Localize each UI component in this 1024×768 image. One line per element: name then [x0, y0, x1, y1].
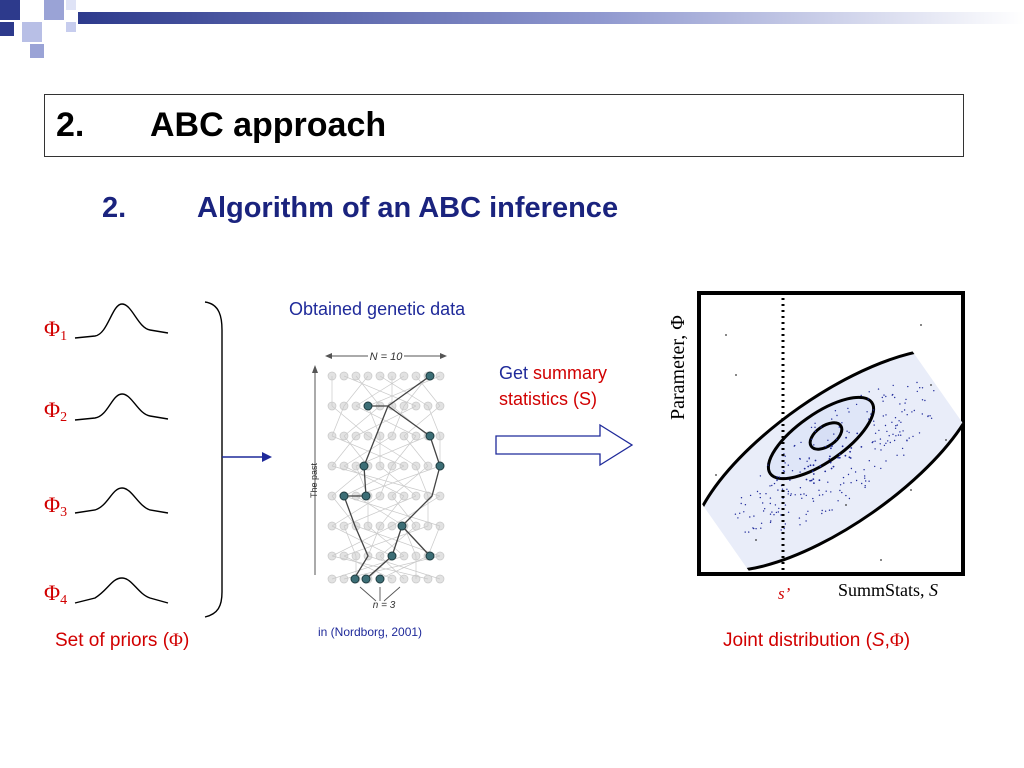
y-axis-label: Parameter, Φ	[667, 315, 689, 420]
observed-statistic-label: s’	[778, 584, 791, 603]
header-gradient-bar	[78, 12, 1024, 24]
prior-curve-3	[74, 487, 169, 514]
get-word: Get	[499, 363, 529, 383]
x-axis-var: S	[929, 580, 939, 600]
time-axis-label: The past	[309, 462, 319, 498]
prior-label-4: Φ4	[44, 580, 68, 608]
get-summary-statistics: Get summary statistics (S)	[499, 360, 649, 412]
title-box	[44, 94, 964, 157]
deco-square-dark-1	[0, 0, 20, 20]
citation: in (Nordborg, 2001)	[318, 625, 423, 639]
coalescent-figure: N = 10 The past n = 3	[300, 343, 470, 613]
prior-curve-1	[74, 303, 169, 339]
prior-label-3: Φ3	[44, 492, 68, 520]
population-size-label: N = 10	[370, 351, 404, 363]
prior-curve-2	[74, 393, 169, 421]
prior-curve-4	[74, 577, 169, 604]
joint-caption: Joint distribution (S,Φ)	[723, 630, 911, 651]
title-number: 2.	[56, 106, 85, 144]
deco-square-light-4	[66, 22, 76, 32]
block-arrow	[495, 423, 634, 467]
priors-arrow-head	[262, 452, 272, 462]
page-title: ABC approach	[150, 106, 387, 144]
deco-square-light-2	[22, 22, 42, 42]
deco-square-light-3	[30, 44, 44, 58]
statistics-word: statistics (S)	[499, 389, 598, 409]
genetic-data-title: Obtained genetic data	[289, 299, 466, 319]
deco-square-light-1	[44, 0, 64, 20]
subtitle: Algorithm of an ABC inference	[197, 192, 619, 224]
priors-bracket	[204, 301, 223, 618]
priors-curves	[74, 301, 272, 618]
x-axis-label: SummStats, S	[838, 580, 938, 601]
prior-label-2: Φ2	[44, 397, 68, 425]
priors-caption: Set of priors (Φ)	[55, 630, 190, 651]
joint-distribution-plot	[696, 291, 968, 576]
x-axis-word: SummStats,	[838, 580, 925, 600]
prior-label-1: Φ1	[44, 316, 68, 344]
deco-square-dark-2	[0, 22, 14, 36]
deco-square-white	[66, 0, 76, 10]
subtitle-number: 2.	[102, 192, 127, 224]
summary-word: summary	[533, 363, 608, 383]
sample-size-label: n = 3	[373, 600, 396, 611]
